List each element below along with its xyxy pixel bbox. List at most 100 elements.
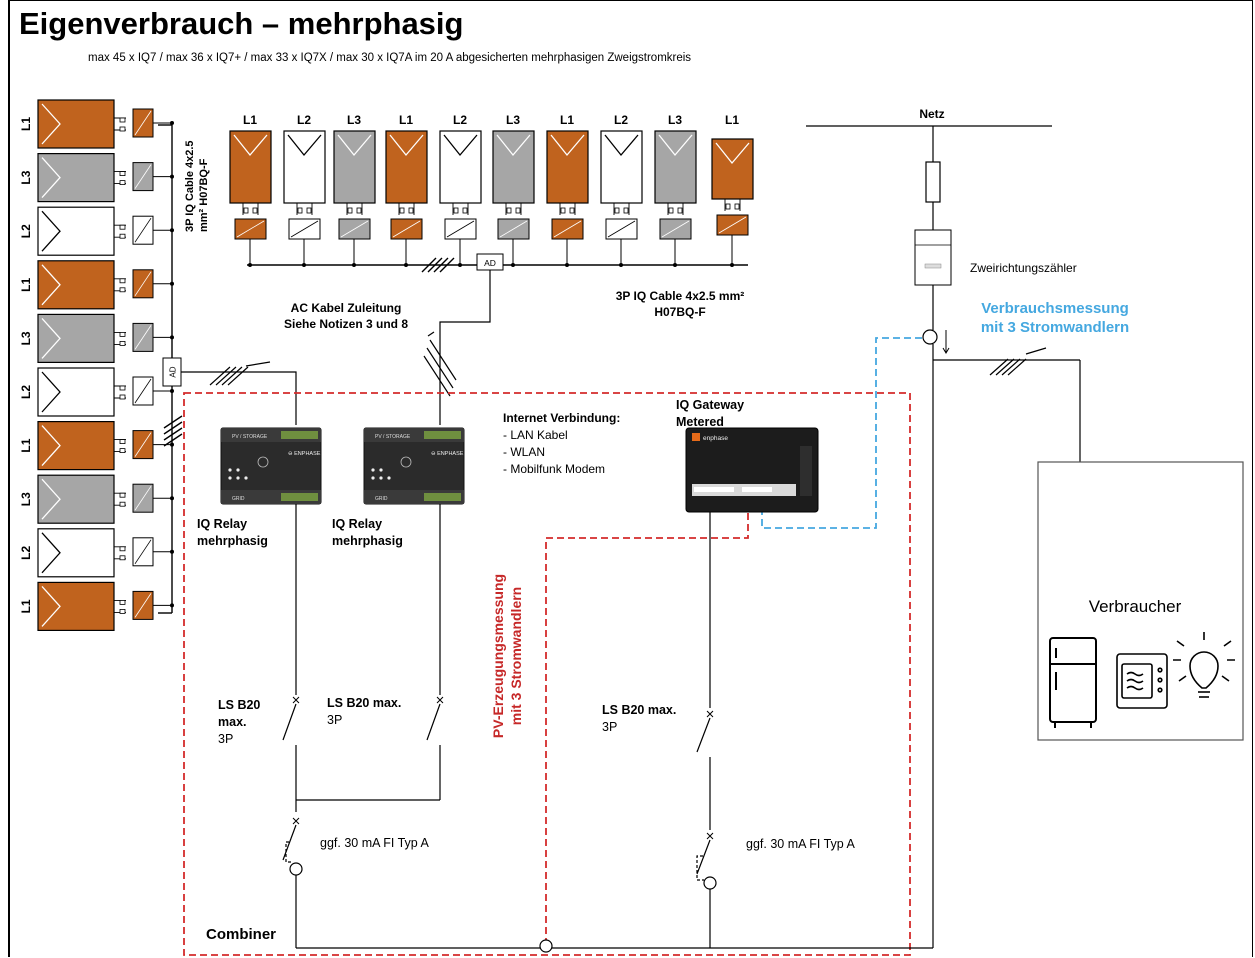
pv-module-left-phase-label: L2 xyxy=(19,385,33,399)
pv-module-top-phase-label: L2 xyxy=(614,113,628,127)
meter-label: Zweirichtungszähler xyxy=(970,261,1077,275)
cable-label-vertical-2: mm² H07BQ-F xyxy=(198,158,210,232)
pv-module-top-2: L2 xyxy=(283,113,326,267)
consumption-measurement-label-2: mit 3 Stromwandlern xyxy=(981,319,1129,336)
ls1-label-3: 3P xyxy=(218,732,233,746)
ls2-label-1: LS B20 max. xyxy=(327,696,401,710)
pv-module-top-3: L3 xyxy=(333,113,376,267)
pv-module-left-phase-label: L1 xyxy=(19,438,33,452)
bidirectional-meter xyxy=(914,229,952,286)
pv-module-top-phase-label: L1 xyxy=(560,113,574,127)
ac-cable-label-2: Siehe Notizen 3 und 8 xyxy=(284,317,408,331)
pv-measurement-label-2: mit 3 Stromwandlern xyxy=(508,587,524,725)
top-cable-label-2: H07BQ-F xyxy=(654,305,705,319)
pv-module-top-5: L2 xyxy=(439,113,482,267)
relay-2-bottom-label: GRID xyxy=(375,496,388,502)
pv-module-left-8: L3 xyxy=(19,474,174,524)
gateway-label-1: IQ Gateway xyxy=(676,398,744,412)
pv-module-left-6: L2 xyxy=(19,367,174,417)
ls3-label-2: 3P xyxy=(602,720,617,734)
pv-module-top-phase-label: L1 xyxy=(725,113,739,127)
relay-2-label-2: mehrphasig xyxy=(332,534,403,548)
pv-module-top-9: L3 xyxy=(654,113,697,267)
ls1-label-1: LS B20 xyxy=(218,698,260,712)
internet-item-lan: - LAN Kabel xyxy=(503,428,568,442)
pv-module-top-8: L2 xyxy=(600,113,643,267)
ad-box-left: AD xyxy=(162,357,182,387)
combiner-enclosure xyxy=(183,392,911,956)
pv-module-top-7: L1 xyxy=(546,113,589,267)
pv-module-top-10: L1 xyxy=(711,113,754,267)
cable-label-vertical-1: 3P IQ Cable 4x2.5 xyxy=(184,140,196,232)
pv-module-left-phase-label: L1 xyxy=(19,599,33,613)
pv-module-top-phase-label: L2 xyxy=(297,113,311,127)
pv-module-left-2: L3 xyxy=(19,153,174,203)
relay-1-label-1: IQ Relay xyxy=(197,517,247,531)
pv-module-left-10: L1 xyxy=(19,581,174,632)
combiner-label: Combiner xyxy=(206,926,276,943)
pv-module-left-phase-label: L1 xyxy=(19,277,33,291)
ls1-label-2: max. xyxy=(218,715,247,729)
gateway-brand: enphase xyxy=(703,435,728,442)
breaker-x-marks xyxy=(292,696,714,840)
pv-module-top-phase-label: L1 xyxy=(243,113,257,127)
pv-module-top-phase-label: L3 xyxy=(506,113,520,127)
consumer-label: Verbraucher xyxy=(1089,597,1182,616)
page-title: Eigenverbrauch – mehrphasig xyxy=(19,6,464,41)
relay-1-bottom-label: GRID xyxy=(232,496,245,502)
breaker-wiring xyxy=(282,504,933,953)
top-cable-label-1: 3P IQ Cable 4x2.5 mm² xyxy=(616,289,745,303)
pv-module-left-phase-label: L3 xyxy=(19,170,33,184)
relay-1-top-label: PV / STORAGE xyxy=(232,434,268,440)
ls3-label-1: LS B20 max. xyxy=(602,703,676,717)
ad-box-top: AD xyxy=(476,253,504,271)
consumer-box xyxy=(1037,461,1244,741)
grid-connection xyxy=(806,125,1081,948)
fi-label-1: ggf. 30 mA FI Typ A xyxy=(320,836,430,850)
pv-module-top-phase-label: L1 xyxy=(399,113,413,127)
iq-gateway-device: enphase xyxy=(685,427,819,513)
internet-item-modem: - Mobilfunk Modem xyxy=(503,462,605,476)
pv-module-left-9: L2 xyxy=(19,528,174,578)
pv-module-top-phase-label: L3 xyxy=(347,113,361,127)
pv-module-top-4: L1 xyxy=(385,113,428,267)
production-ct-wire xyxy=(545,510,749,945)
pv-module-top-phase-label: L3 xyxy=(668,113,682,127)
gateway-label-2: Metered xyxy=(676,415,724,429)
pv-module-left-phase-label: L2 xyxy=(19,224,33,238)
iq-relay-2: PV / STORAGE GRID ⊖ ENPHASE xyxy=(363,427,465,505)
ad-label-left: AD xyxy=(169,366,178,377)
relay-2-label-1: IQ Relay xyxy=(332,517,382,531)
left-feed-cable xyxy=(181,361,297,425)
page-frame xyxy=(8,0,1253,957)
top-module-row: L1 L2 L3 L1 L2 L3 L1 L2 L3 L1 xyxy=(229,113,754,267)
iq-relay-1: PV / STORAGE GRID ⊖ ENPHASE xyxy=(220,427,322,505)
relay-2-brand: ⊖ ENPHASE xyxy=(431,451,464,457)
pv-module-top-6: L3 xyxy=(492,113,535,267)
pv-module-top-phase-label: L2 xyxy=(453,113,467,127)
pv-module-left-4: L1 xyxy=(19,260,174,310)
pv-module-left-phase-label: L3 xyxy=(19,492,33,506)
consumption-measurement-label-1: Verbrauchsmessung xyxy=(981,300,1129,317)
pv-module-left-7: L1 xyxy=(19,421,174,471)
pv-measurement-label-1: PV-Erzeugungsmessung xyxy=(490,574,506,738)
fridge-icon xyxy=(1049,637,1097,728)
pv-module-left-phase-label: L2 xyxy=(19,545,33,559)
pv-module-left-3: L2 xyxy=(19,206,174,256)
relay-1-label-2: mehrphasig xyxy=(197,534,268,548)
ls2-label-2: 3P xyxy=(327,713,342,727)
microwave-icon xyxy=(1116,653,1168,709)
lightbulb-icon xyxy=(1173,632,1235,698)
consumption-ct-wire xyxy=(761,337,922,529)
pv-module-left-5: L3 xyxy=(19,313,174,363)
pv-module-left-phase-label: L1 xyxy=(19,117,33,131)
ac-cable-label-1: AC Kabel Zuleitung xyxy=(291,301,402,315)
pv-module-left-phase-label: L3 xyxy=(19,331,33,345)
relay-1-brand: ⊖ ENPHASE xyxy=(288,451,321,457)
relay-2-top-label: PV / STORAGE xyxy=(375,434,411,440)
pv-module-top-1: L1 xyxy=(229,113,272,267)
grid-label: Netz xyxy=(919,107,944,121)
ac-feed-cable xyxy=(423,270,491,425)
